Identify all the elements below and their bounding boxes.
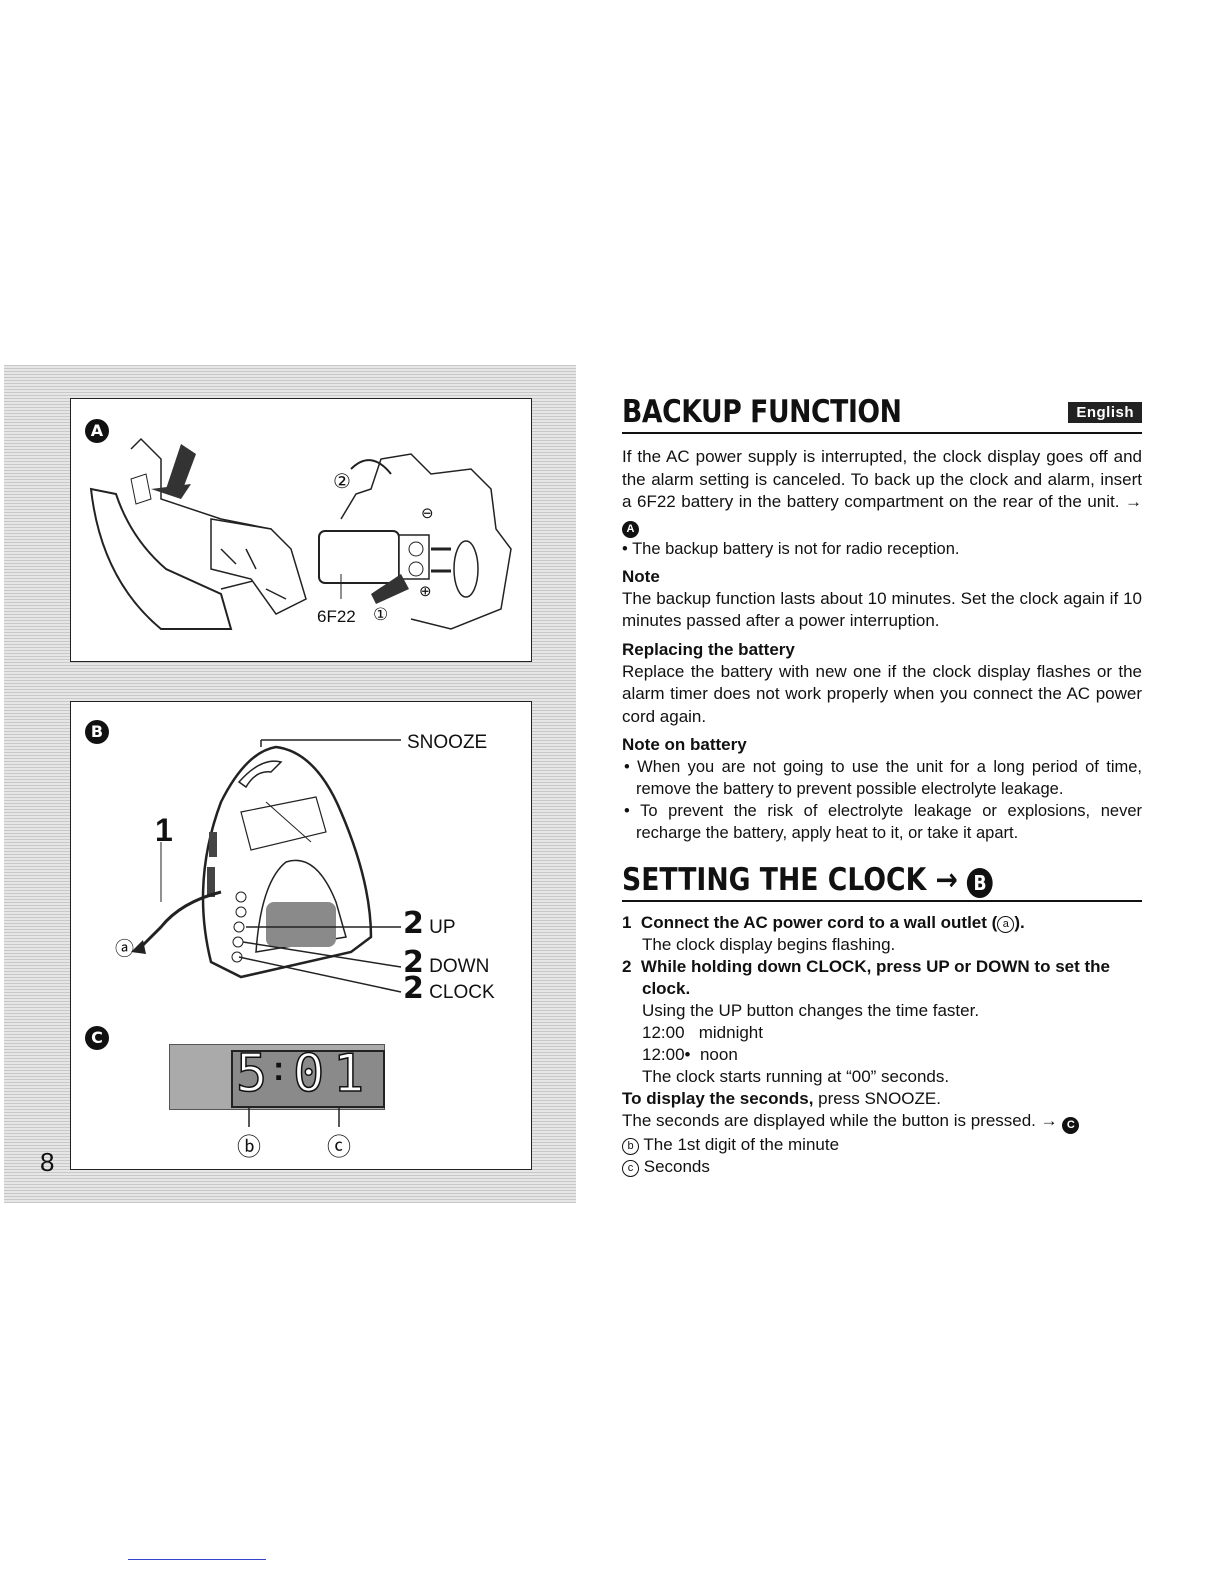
display-callout-lines: [248, 1108, 340, 1127]
noon-time: 12:00•: [642, 1045, 691, 1064]
outlet-callout: ⓐ: [115, 939, 135, 960]
page-number: 8: [40, 1147, 55, 1177]
display-colon: :: [273, 1050, 285, 1088]
legend-c: c Seconds: [622, 1156, 1142, 1178]
backup-title: BACKUP FUNCTION: [622, 394, 902, 430]
seconds-row: The seconds are displayed while the butt…: [622, 1110, 1142, 1134]
down-label: 2 DOWN: [403, 945, 489, 980]
up-number: 2: [403, 906, 424, 941]
clock-label: 2 CLOCK: [403, 971, 495, 1006]
battery-compartment-illustration: [89, 437, 512, 630]
footer-rule: [128, 1559, 266, 1560]
step-2-sub-1: Using the UP button changes the time fas…: [642, 1001, 980, 1020]
step-2-number: 2: [622, 957, 632, 976]
note-battery-item-2: • To prevent the risk of electrolyte lea…: [624, 802, 1142, 842]
note-battery-title: Note on battery: [622, 735, 747, 754]
text-column: BACKUP FUNCTION English If the AC power …: [622, 388, 1142, 1178]
step-2: 2 While holding down CLOCK, press UP or …: [622, 956, 1142, 1000]
figure-b-c: B SNOOZE 1 ⓐ 2 UP 2 DOWN 2: [70, 701, 532, 1170]
note-text: The backup function lasts about 10 minut…: [622, 588, 1142, 631]
language-badge: English: [1068, 402, 1142, 423]
clock-text: CLOCK: [429, 982, 495, 1003]
seconds-text: The seconds are displayed while the butt…: [622, 1111, 1058, 1130]
legend-b: b The 1st digit of the minute: [622, 1134, 1142, 1156]
callout-b: ⓑ: [237, 1134, 261, 1161]
clock-radio-illustration: [131, 739, 402, 993]
display-hour-digit: 5: [235, 1043, 268, 1105]
noon-row: 12:00• noon: [622, 1044, 1142, 1066]
setting-title-text: SETTING THE CLOCK →: [622, 862, 958, 898]
figure-a: A 6F22 ① ② ⊖ ⊕: [70, 398, 532, 662]
step1-marker: ①: [373, 605, 389, 624]
legend-b-text: The 1st digit of the minute: [643, 1135, 840, 1154]
minus-terminal-icon: ⊖: [421, 505, 434, 522]
figure-c-ref: C: [1062, 1117, 1080, 1134]
illustration-panel: A 6F22 ① ② ⊖ ⊕ B: [4, 365, 576, 1203]
callout-c: ⓒ: [327, 1134, 351, 1161]
display-seconds-row: To display the seconds, press SNOOZE.: [622, 1088, 1142, 1110]
outlet-ref: a: [997, 916, 1015, 933]
figure-a-ref: A: [622, 520, 639, 538]
display-seconds-rest: press SNOOZE.: [813, 1089, 941, 1108]
display-window: [231, 1050, 385, 1108]
step-1-text: Connect the AC power cord to a wall outl…: [640, 913, 998, 932]
noon-text: noon: [699, 1045, 738, 1064]
up-label: 2 UP: [403, 906, 456, 941]
step-2-text: While holding down CLOCK, press UP or DO…: [640, 957, 1110, 998]
step2-marker: ②: [333, 471, 351, 493]
step-1-end: ).: [1014, 913, 1025, 932]
battery-model-label: 6F22: [317, 607, 356, 626]
figure-b-badge: B: [85, 720, 109, 744]
legend-b-circle: b: [622, 1138, 639, 1155]
step-1: 1 Connect the AC power cord to a wall ou…: [622, 912, 1142, 934]
down-text: DOWN: [429, 956, 490, 977]
setting-heading-row: SETTING THE CLOCK → B: [622, 854, 1142, 902]
display-min-ones-digit: 1: [332, 1043, 365, 1105]
step-2-sub-2: The clock starts running at “00” seconds…: [642, 1067, 950, 1086]
up-text: UP: [429, 917, 456, 938]
snooze-label: SNOOZE: [407, 732, 488, 753]
replace-title: Replacing the battery: [622, 639, 795, 659]
step-1-number: 1: [622, 913, 632, 932]
clock-number: 2: [403, 971, 424, 1006]
midnight-text: midnight: [698, 1023, 763, 1042]
step1-number: 1: [155, 812, 173, 848]
backup-bullet: • The backup battery is not for radio re…: [622, 539, 960, 558]
setting-steps: 1 Connect the AC power cord to a wall ou…: [622, 912, 1142, 1178]
legend-c-text: Seconds: [643, 1157, 710, 1176]
legend-c-circle: c: [622, 1160, 639, 1177]
figure-c-badge: C: [85, 1026, 109, 1050]
note-title: Note: [622, 566, 660, 586]
backup-intro-text: If the AC power supply is interrupted, t…: [622, 447, 1142, 511]
display-min-tens-digit: 0: [292, 1043, 325, 1105]
figure-a-badge: A: [85, 419, 109, 443]
note-battery-item-1: • When you are not going to use the unit…: [624, 758, 1142, 798]
backup-intro: If the AC power supply is interrupted, t…: [622, 446, 1142, 538]
midnight-row: 12:00 midnight: [622, 1022, 1142, 1044]
midnight-time: 12:00: [642, 1023, 685, 1042]
down-number: 2: [403, 945, 424, 980]
plus-terminal-icon: ⊕: [419, 583, 432, 600]
display-seconds-bold: To display the seconds,: [622, 1089, 814, 1108]
backup-heading-row: BACKUP FUNCTION English: [622, 388, 1142, 434]
step-1-sub: The clock display begins flashing.: [642, 935, 896, 954]
setting-title: SETTING THE CLOCK → B: [622, 862, 993, 898]
figure-b-ref: B: [967, 868, 993, 898]
replace-text: Replace the battery with new one if the …: [622, 661, 1142, 726]
